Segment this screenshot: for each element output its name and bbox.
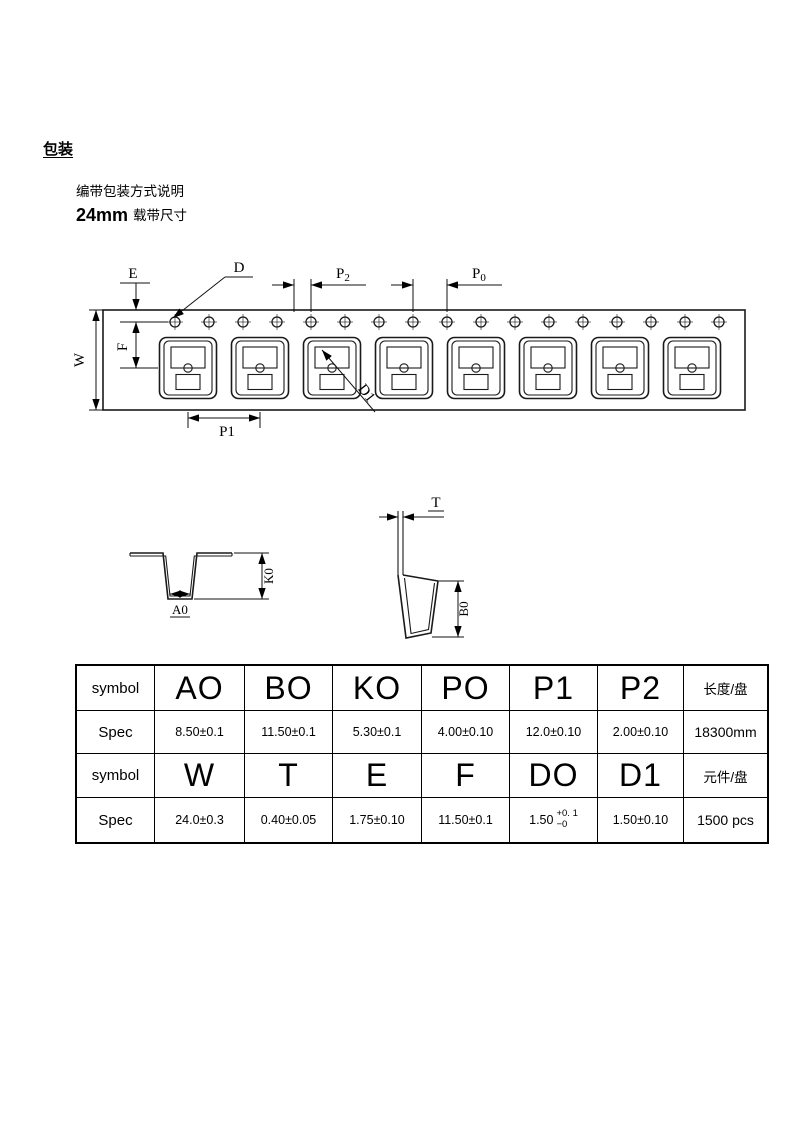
table-cell-length-per-reel-label: 长度/盘: [684, 666, 767, 711]
table-cell-symbol: PO: [422, 666, 510, 711]
table-cell-spec: 1.75±0.10: [333, 798, 422, 842]
tape-size-heading: 24mm 载带尺寸: [76, 204, 187, 226]
component-pockets: [158, 336, 722, 400]
table-cell-symbol: E: [333, 754, 422, 798]
table-row-label: symbol: [77, 754, 155, 798]
table-cell-spec: 0.40±0.05: [245, 798, 333, 842]
table-cell-spec: 12.0±0.10: [510, 711, 598, 754]
dim-label-p1: P1: [219, 424, 235, 440]
sprocket-holes: [166, 313, 728, 331]
d0-tolerance-stack: +0. 1 −0: [556, 808, 578, 831]
dimension-lines: E F W D P2 P0: [72, 260, 502, 440]
sprocket-hole: [234, 313, 252, 331]
table-cell-d0-spec: 1.50 +0. 1 −0: [510, 798, 598, 842]
dim-label-w: W: [72, 352, 88, 367]
sprocket-hole: [710, 313, 728, 331]
table-cell-symbol: BO: [245, 666, 333, 711]
table-cell-length-per-reel: 18300mm: [684, 711, 767, 754]
table-cell-symbol: P2: [598, 666, 684, 711]
dim-label-f: F: [115, 343, 131, 351]
table-cell-symbol: T: [245, 754, 333, 798]
tape-strip-outline: [102, 309, 746, 411]
table-row-label: Spec: [77, 711, 155, 754]
table-cell-spec: 5.30±0.1: [333, 711, 422, 754]
sprocket-hole: [676, 313, 694, 331]
sprocket-hole: [268, 313, 286, 331]
dim-label-d: D: [234, 260, 245, 276]
d0-upper-tolerance: +0. 1: [556, 808, 578, 820]
sprocket-hole: [370, 313, 388, 331]
tape-size-label: 载带尺寸: [133, 208, 188, 223]
sprocket-hole: [472, 313, 490, 331]
dim-label-d1: D1: [354, 381, 378, 405]
table-cell-spec: 2.00±0.10: [598, 711, 684, 754]
table-cell-spec: 4.00±0.10: [422, 711, 510, 754]
sprocket-hole: [438, 313, 456, 331]
d0-lower-tolerance: −0: [556, 819, 568, 830]
table-cell-spec: 11.50±0.1: [245, 711, 333, 754]
component-pocket: [590, 336, 650, 400]
component-pocket: [374, 336, 434, 400]
component-pocket: [230, 336, 290, 400]
page-title: 包装: [43, 141, 74, 158]
tape-packaging-description: 编带包装方式说明: [76, 184, 184, 199]
sprocket-hole: [642, 313, 660, 331]
pocket-cross-section-drawing: A0 K0: [129, 552, 276, 618]
dim-label-k0: K0: [261, 568, 276, 584]
dim-label-e: E: [128, 266, 137, 282]
dim-label-p2: P2: [336, 266, 350, 284]
component-pocket: [662, 336, 722, 400]
table-cell-symbol: W: [155, 754, 245, 798]
tape-thickness-drawing: T B0: [379, 495, 471, 639]
sprocket-hole: [608, 313, 626, 331]
d0-value: 1.50: [529, 813, 554, 827]
table-row-label: symbol: [77, 666, 155, 711]
table-cell-parts-per-reel-label: 元件/盘: [684, 754, 767, 798]
table-row-label: Spec: [77, 798, 155, 842]
dim-label-b0: B0: [456, 601, 471, 616]
component-pocket: [302, 336, 362, 400]
sprocket-hole: [302, 313, 320, 331]
table-cell-symbol: KO: [333, 666, 422, 711]
sprocket-hole: [404, 313, 422, 331]
table-cell-symbol: D1: [598, 754, 684, 798]
table-cell-parts-per-reel: 1500 pcs: [697, 812, 754, 828]
dim-label-t: T: [431, 495, 440, 511]
carrier-tape-drawing: E F W D P2 P0: [72, 260, 746, 639]
component-pocket: [518, 336, 578, 400]
table-cell-spec: 24.0±0.3: [155, 798, 245, 842]
table-cell-symbol: DO: [510, 754, 598, 798]
table-cell-symbol: F: [422, 754, 510, 798]
dim-label-a0: A0: [172, 602, 188, 617]
dimension-table: symbol AO BO KO PO P1 P2 长度/盘 Spec 8.50±…: [75, 664, 769, 844]
table-cell-spec: 8.50±0.1: [155, 711, 245, 754]
table-cell-spec: 11.50±0.1: [422, 798, 510, 842]
table-cell-symbol: AO: [155, 666, 245, 711]
sprocket-hole: [506, 313, 524, 331]
sprocket-hole: [200, 313, 218, 331]
sprocket-hole: [574, 313, 592, 331]
component-pocket: [446, 336, 506, 400]
sprocket-hole: [540, 313, 558, 331]
dim-label-p0: P0: [472, 266, 486, 284]
table-cell-spec: 1.50±0.10: [598, 798, 684, 842]
sprocket-hole: [336, 313, 354, 331]
component-pocket: [158, 336, 218, 400]
table-cell-symbol: P1: [510, 666, 598, 711]
tape-size-value: 24mm: [76, 205, 129, 225]
